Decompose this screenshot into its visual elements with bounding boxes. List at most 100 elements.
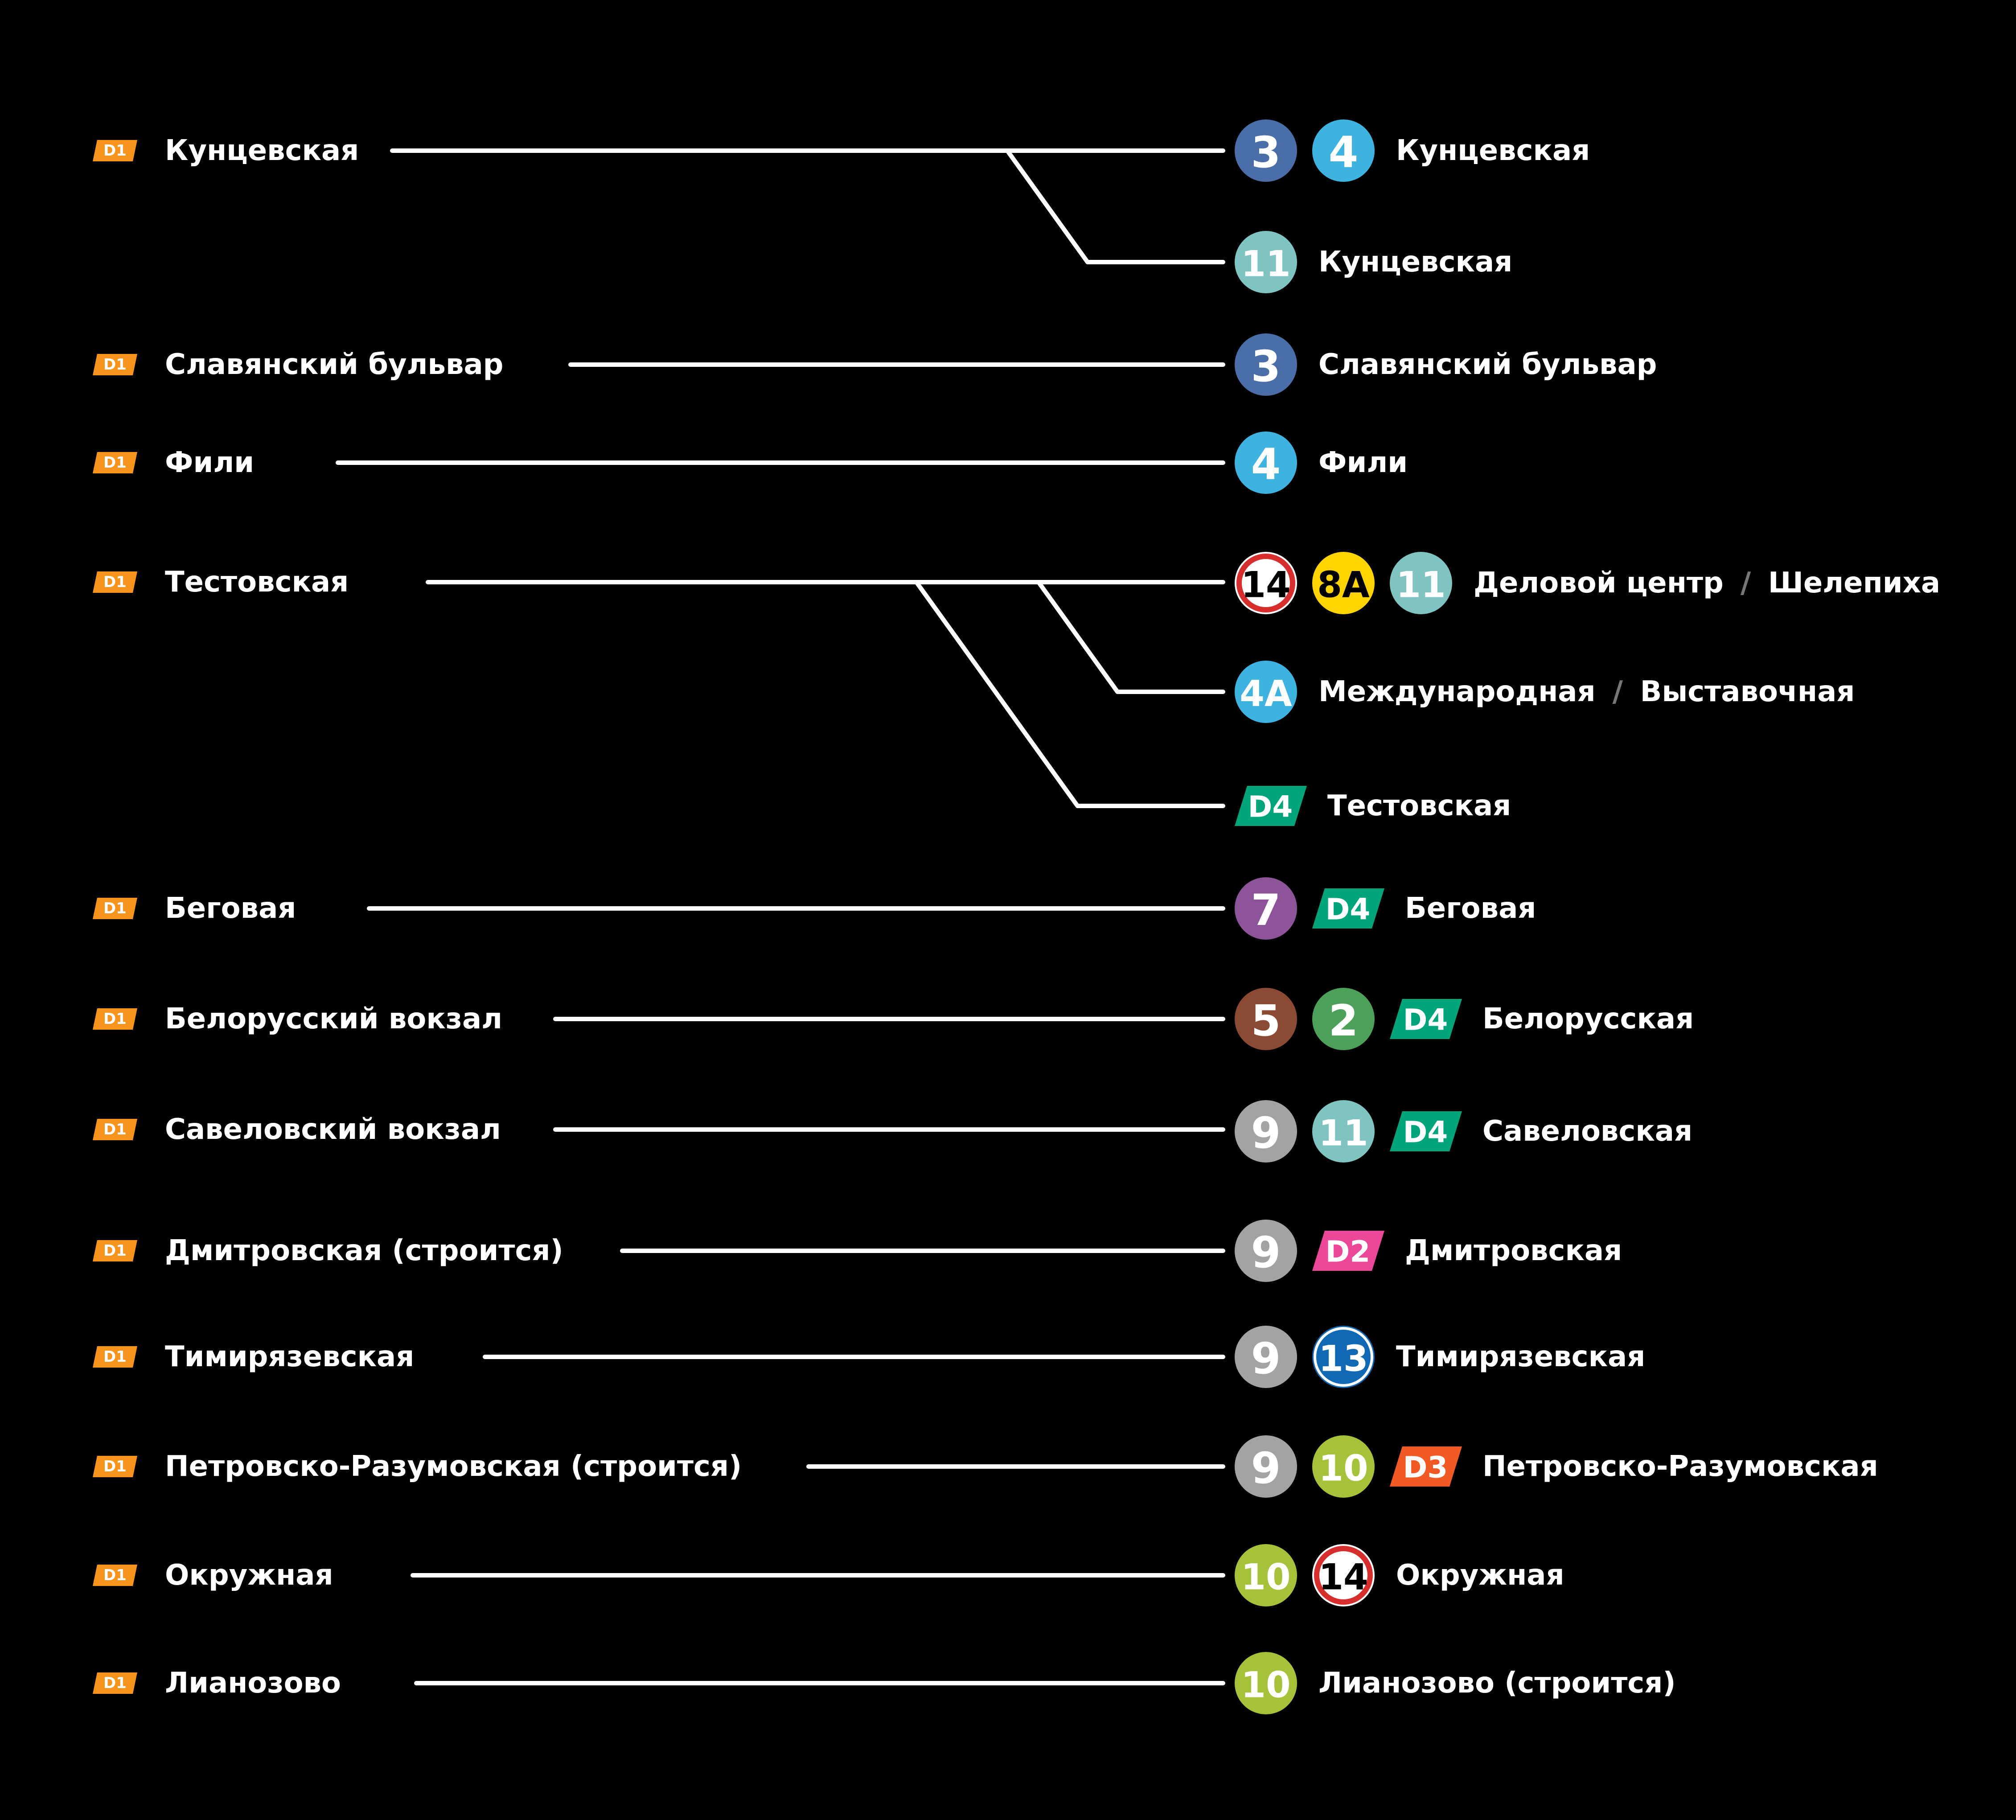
d1-badge-label: D1 (103, 1010, 127, 1028)
line-badge-4a: 4A (1235, 661, 1297, 723)
name-separator: / (1613, 675, 1623, 708)
badge-label: 2 (1329, 996, 1359, 1046)
badge-label: 9 (1251, 1443, 1281, 1493)
station-name: Тимирязевская (165, 1340, 414, 1373)
line-badge-9: 9 (1235, 1326, 1297, 1388)
badge-ring (1314, 1546, 1373, 1605)
badge-shape (1312, 1326, 1375, 1388)
connector-branch (1036, 580, 1225, 694)
line-badge-11: 11 (1312, 1100, 1375, 1163)
d1-line-badge: D1 (93, 1346, 137, 1368)
connector-branch (914, 580, 1225, 808)
transfer-station-name: Окружная (1396, 1559, 1564, 1592)
badge-shape (1235, 1544, 1297, 1606)
d1-badge-label: D1 (103, 1348, 127, 1366)
badge-shape (1390, 1111, 1462, 1151)
badge-label: 4A (1240, 673, 1292, 715)
d1-line-badge: D1 (93, 898, 137, 919)
d1-line-badge: D1 (93, 354, 137, 375)
d1-badge-label: D1 (103, 356, 127, 374)
badge-shape (1312, 119, 1375, 182)
line-badge-10: 10 (1235, 1544, 1297, 1606)
d1-badge-shape (93, 1456, 137, 1477)
badge-shape (1235, 988, 1297, 1050)
badge-shape (1235, 1100, 1297, 1163)
badge-label: 3 (1251, 127, 1281, 177)
d1-badge-label: D1 (103, 1674, 127, 1692)
station-name: Славянский бульвар (165, 348, 503, 381)
line-badge-9: 9 (1235, 1220, 1297, 1282)
station-name: Савеловский вокзал (165, 1113, 501, 1146)
line-badge-13: 13 (1312, 1326, 1375, 1388)
d1-line-badge: D1 (93, 1672, 137, 1694)
line-badge-d4: D4 (1390, 999, 1462, 1039)
d1-badge-shape (93, 140, 137, 161)
d1-badge-shape (93, 354, 137, 375)
transfer-station-name: Выставочная (1640, 675, 1855, 708)
line-badge-5: 5 (1235, 988, 1297, 1050)
line-badge-10: 10 (1235, 1652, 1297, 1714)
badge-shape (1235, 786, 1307, 826)
badge-label: 11 (1241, 243, 1290, 285)
d1-line-badge: D1 (93, 140, 137, 161)
d1-badge-label: D1 (103, 1458, 127, 1475)
d1-line-badge: D1 (93, 571, 137, 593)
badge-label: 11 (1318, 1113, 1368, 1154)
line-badge-2: 2 (1312, 988, 1375, 1050)
line-badge-8a: 8A (1312, 552, 1375, 614)
badge-label: 4 (1251, 440, 1281, 489)
badge-shape (1312, 888, 1384, 928)
line-badge-14: 14 (1312, 1544, 1375, 1606)
d1-badge-shape (93, 1346, 137, 1368)
badge-shape (1390, 1446, 1462, 1487)
transfer-station-name: Белорусская (1482, 1002, 1694, 1035)
transfer-station-name: Шелепиха (1768, 567, 1940, 600)
badge-shape (1235, 661, 1297, 723)
d1-line-badge: D1 (93, 452, 137, 473)
d1-line-badge: D1 (93, 1119, 137, 1140)
d1-badge-shape (93, 1119, 137, 1140)
transfer-station-name: Международная (1318, 675, 1596, 708)
badge-label: 10 (1241, 1664, 1290, 1706)
badge-label: D4 (1403, 1003, 1448, 1037)
line-badge-d4: D4 (1390, 1111, 1462, 1151)
d1-badge-label: D1 (103, 142, 127, 160)
d1-badge-shape (93, 1240, 137, 1261)
transfer-station-name: Деловой центр (1474, 567, 1724, 600)
line-badge-3: 3 (1235, 119, 1297, 182)
station-name: Лианозово (165, 1667, 341, 1700)
line-badge-9: 9 (1235, 1435, 1297, 1498)
badge-shape (1235, 119, 1297, 182)
badge-label: 10 (1241, 1557, 1290, 1598)
badge-shape (1312, 1231, 1384, 1271)
d1-badge-label: D1 (103, 454, 127, 472)
transfer-station-name: Славянский бульвар (1318, 348, 1657, 381)
badge-label: D4 (1248, 790, 1293, 824)
transfer-station-name: Тестовская (1327, 789, 1511, 822)
name-separator: / (1741, 567, 1751, 600)
transfer-station-name: Лианозово (строится) (1318, 1667, 1676, 1700)
station-name: Тестовская (165, 566, 349, 599)
d1-badge-label: D1 (103, 900, 127, 917)
d1-badge-label: D1 (103, 1566, 127, 1584)
badge-label: 5 (1251, 996, 1281, 1046)
badge-label: 13 (1318, 1338, 1368, 1380)
badge-label: 9 (1251, 1108, 1281, 1158)
d1-badge-shape (93, 452, 137, 473)
line-badge-4: 4 (1235, 431, 1297, 494)
badge-label: 4 (1329, 127, 1359, 177)
badge-shape (1312, 1435, 1375, 1498)
transfer-station-name: Кунцевская (1318, 246, 1512, 279)
badge-shape (1390, 552, 1452, 614)
line-badge-d2: D2 (1312, 1231, 1384, 1271)
connector-branch (1005, 148, 1225, 264)
badge-shape (1235, 552, 1297, 614)
line-badge-7: 7 (1235, 877, 1297, 940)
badge-label: 9 (1251, 1228, 1281, 1278)
station-name: Белорусский вокзал (165, 1002, 502, 1035)
transfer-station-name: Беговая (1405, 892, 1536, 925)
line-badge-4: 4 (1312, 119, 1375, 182)
badge-label: 7 (1251, 885, 1281, 935)
d1-line-badge: D1 (93, 1008, 137, 1030)
badge-shape (1235, 333, 1297, 396)
